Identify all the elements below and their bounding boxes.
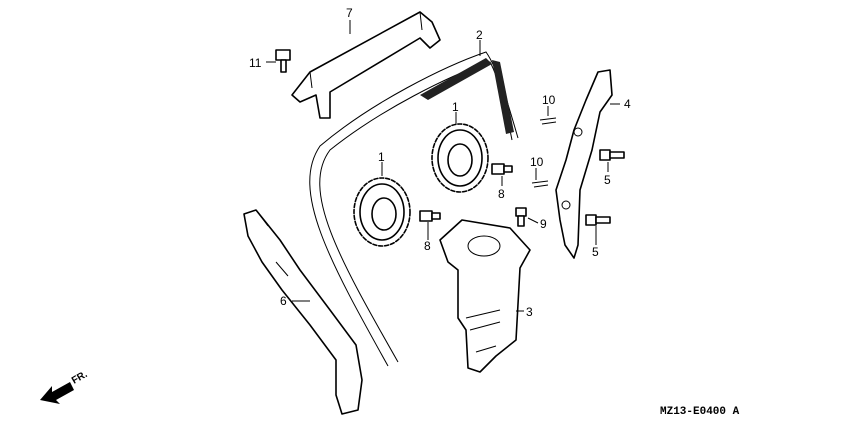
bolt-11: [275, 49, 291, 73]
front-arrow-icon: [40, 382, 74, 404]
callout-8-upper: 8: [498, 187, 505, 201]
bolt-8-lower: [419, 210, 441, 222]
bolt-8-upper: [491, 163, 513, 175]
chain-guide: [555, 69, 613, 259]
callout-4: 4: [624, 97, 631, 111]
cam-chain-tensioner: [439, 219, 531, 373]
callout-10-lower: 10: [530, 155, 544, 169]
bolt-5-upper: [599, 149, 625, 161]
callout-3: 3: [526, 305, 533, 319]
tensioner-slipper: [243, 209, 363, 415]
callout-11: 11: [249, 56, 262, 70]
callout-10-upper: 10: [542, 93, 556, 107]
callout-8-lower: 8: [424, 239, 431, 253]
bolt-5-lower: [585, 214, 611, 226]
callout-5-upper: 5: [604, 173, 611, 187]
callout-1-upper: 1: [452, 100, 459, 114]
leader-lines: [266, 20, 620, 312]
clip-10-upper: [539, 117, 557, 125]
callout-2: 2: [476, 28, 483, 42]
upper-chain-guide: [291, 11, 441, 119]
clip-10-lower: [531, 180, 549, 188]
drawing-code: MZ13-E0400 A: [660, 406, 740, 418]
callout-1-lower: 1: [378, 150, 385, 164]
bolt-9: [515, 207, 527, 227]
callout-5-lower: 5: [592, 245, 599, 259]
cam-chain: [309, 51, 519, 367]
callout-9: 9: [540, 217, 547, 231]
callouts: 7 11 2 1 1 4 10 10 5 5 8 8 9 6 3: [249, 6, 631, 319]
callout-7: 7: [346, 6, 353, 20]
sprocket-lower: [353, 177, 411, 247]
front-direction-indicator: FR.: [40, 369, 90, 404]
sprocket-upper: [431, 123, 489, 193]
callout-6: 6: [280, 294, 287, 308]
front-label: FR.: [70, 369, 90, 387]
